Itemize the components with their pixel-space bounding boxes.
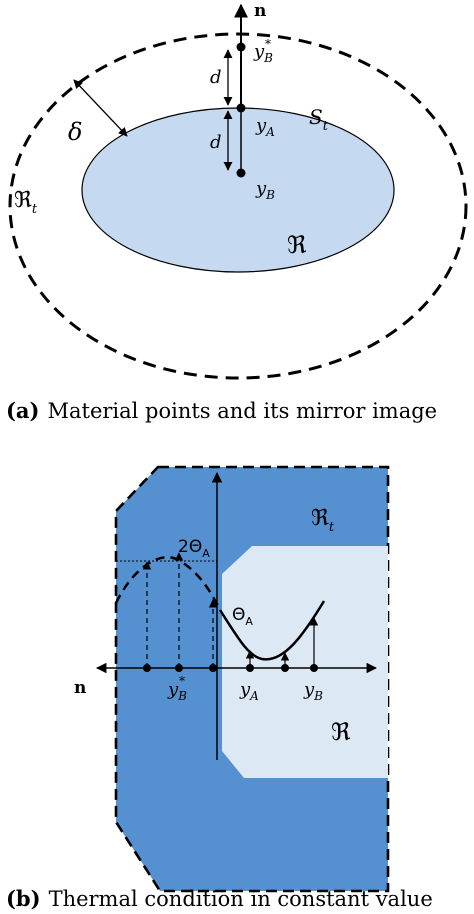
temperature-curve [218,600,326,661]
delta-label: δ [68,118,82,146]
distance-label-bottom: d [210,132,222,153]
point-b-label: yB [255,178,275,202]
caption-a: (a)Material points and its mirror image [6,398,437,423]
caption-b: (b)Thermal condition in constant value [6,886,433,911]
distance-label-top: d [210,67,222,88]
outer-region-label: ℜt [14,188,38,217]
point-a-marker [246,664,254,672]
theta-label: ΘA [232,605,253,628]
point-a-label: yA [239,679,259,703]
two-theta-label: 2ΘA [178,537,210,560]
mirror-curve [114,555,222,611]
panel-a: n d d yB* yA yB St δ ℜt ℜ [8,1,468,380]
panel-b: n ℜt 2ΘA ΘA yB* [74,465,390,893]
mirror-point-marker [236,42,246,52]
point-a-label: yA [255,115,275,139]
mirror-point-label: yB* [167,674,187,703]
inner-region [222,546,388,778]
normal-label: n [254,1,266,21]
inner-region [81,107,395,273]
mirror-point-marker [175,664,183,672]
inner-region-label: ℜ [287,231,307,259]
axis-point-1 [143,664,151,672]
surface-label: St [309,105,329,134]
axis-point-3 [209,664,217,672]
inner-region-label: ℜ [331,718,351,746]
normal-label: n [74,678,86,698]
point-b-label: yB [303,679,323,703]
axis-point-5 [281,664,289,672]
outer-region-label: ℜt [311,506,335,535]
delta-arrow [73,79,128,137]
point-b-marker [310,664,318,672]
outer-region-boundary [8,32,468,380]
mirror-point-label: yB* [253,37,273,65]
